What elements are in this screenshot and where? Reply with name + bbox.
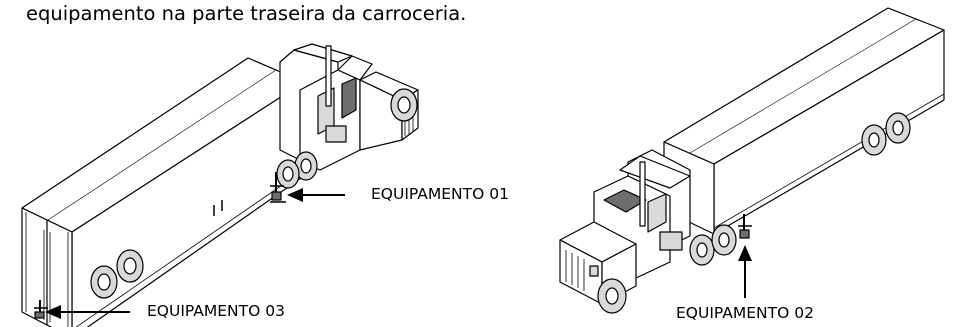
label-equipamento-01: EQUIPAMENTO 01	[371, 185, 509, 203]
equipment-03-marker	[34, 300, 48, 319]
label-equipamento-02: EQUIPAMENTO 02	[676, 304, 814, 322]
label-equipamento-03: EQUIPAMENTO 03	[147, 302, 285, 320]
right-trailer-wheels	[861, 112, 911, 156]
right-truck	[559, 7, 945, 314]
left-truck	[21, 43, 419, 327]
caption-text: equipamento na parte traseira da carroce…	[26, 2, 467, 25]
arrow-equip-02	[738, 245, 752, 298]
equipment-02-marker	[738, 214, 752, 239]
equipment-01-marker	[270, 172, 286, 203]
arrow-equip-03	[45, 305, 130, 319]
left-trailer-wheels	[90, 249, 144, 299]
left-cab	[276, 43, 419, 189]
right-cab	[559, 149, 737, 314]
arrow-equip-01	[287, 188, 345, 202]
